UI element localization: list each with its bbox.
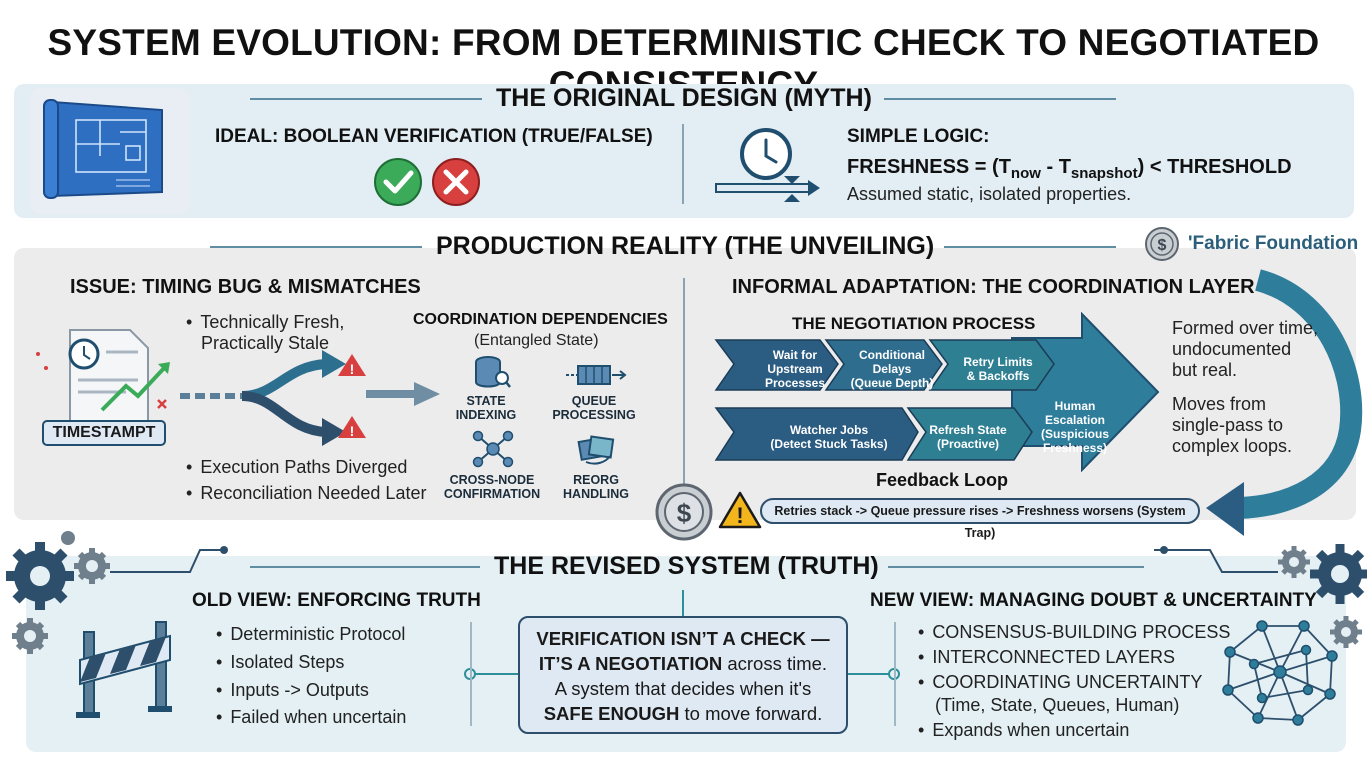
check-icon [374, 158, 422, 206]
center-connector-right [848, 673, 894, 675]
issue-bullet-cont: Practically Stale [201, 333, 330, 353]
ideal-heading: IDEAL: BOOLEAN VERIFICATION (TRUE/FALSE) [215, 126, 653, 147]
database-icon [475, 356, 511, 388]
old-view-title: OLD VIEW: ENFORCING TRUTH [192, 590, 481, 611]
heading-rule-right [888, 566, 1144, 568]
old-view-item: Inputs -> Outputs [216, 680, 369, 701]
system-trap-bar: Retries stack -> Queue pressure rises ->… [760, 498, 1200, 540]
center-connector-left [470, 673, 518, 675]
new-view-title: NEW VIEW: MANAGING DOUBT & UNCERTAINTY [870, 590, 1317, 611]
new-view-item-cont: (Time, State, Queues, Human) [935, 695, 1180, 715]
blueprint-icon [43, 99, 163, 199]
network-node-icon [472, 430, 514, 468]
timestamp-label: TIMESTAMPT [42, 420, 166, 446]
queue-icon [566, 365, 627, 385]
verification-statement-box: VERIFICATION ISN’T A CHECK — IT’S A NEGO… [518, 616, 848, 734]
heading-rule-left [250, 98, 482, 100]
coord-dependencies-title: COORDINATION DEPENDENCIES [413, 311, 668, 328]
network-mesh-icon [1222, 620, 1338, 726]
barrier-icon [76, 621, 172, 718]
coin-icon: $ [655, 483, 713, 541]
heading-rule-left [210, 246, 422, 248]
timestamp-document-icon [36, 329, 170, 439]
coord-dependencies-sub: (Entangled State) [474, 332, 599, 349]
reorg-icon [577, 435, 615, 465]
clock-timeline-icon [715, 128, 820, 202]
coin-icon: $ [1145, 227, 1179, 261]
section2-divider [683, 278, 685, 506]
original-design-band [14, 84, 1354, 218]
svg-text:!: ! [350, 423, 355, 439]
negotiation-title: THE NEGOTIATION PROCESS [792, 314, 1036, 333]
issue-bullet: Reconciliation Needed Later [186, 483, 426, 504]
new-view-item: INTERCONNECTED LAYERS [918, 647, 1175, 668]
step-retry-limits: Retry Limits& Backoffs [963, 355, 1033, 383]
new-view-item: CONSENSUS-BUILDING PROCESS [918, 622, 1230, 643]
issue-bullet: Execution Paths Diverged [186, 457, 407, 478]
svg-text:$: $ [677, 498, 692, 528]
assumed-text: Assumed static, isolated properties. [847, 184, 1132, 204]
heading-rule-left [250, 566, 480, 568]
true-false-icons [374, 158, 480, 206]
diverging-paths-icon: ! ! [180, 350, 440, 446]
section-heading-production: PRODUCTION REALITY (THE UNVEILING) [436, 232, 935, 260]
issue-bullet: Technically Fresh, [186, 312, 344, 333]
brand-label: 'Fabric Foundation [1188, 233, 1359, 254]
feedback-loop-arrow [1206, 269, 1363, 536]
center-connector-top [682, 590, 684, 616]
freshness-formula: FRESHNESS = (Tnow - Tsnapshot) < THRESHO… [847, 156, 1292, 182]
negotiation-process-diagram [714, 312, 1160, 472]
new-view-item: COORDINATING UNCERTAINTY [918, 672, 1202, 693]
feedback-loop-label: Feedback Loop [876, 470, 1009, 490]
new-view-item: Expands when uncertain [918, 720, 1129, 741]
old-view-item: Failed when uncertain [216, 707, 406, 728]
step-refresh-state: Refresh State(Proactive) [929, 423, 1007, 451]
issue-heading: ISSUE: TIMING BUG & MISMATCHES [70, 276, 421, 298]
section3-divider-right [894, 622, 896, 726]
section3-divider-left [470, 622, 472, 726]
heading-rule-right [944, 246, 1116, 248]
section-heading-original: THE ORIGINAL DESIGN (MYTH) [496, 84, 872, 112]
old-view-item: Deterministic Protocol [216, 624, 405, 645]
adaptation-heading: INFORMAL ADAPTATION: THE COORDINATION LA… [732, 276, 1255, 298]
gears-left-icon [6, 531, 228, 654]
section-heading-revised: THE REVISED SYSTEM (TRUTH) [494, 552, 879, 580]
step-watcher-jobs: Watcher Jobs(Detect Stuck Tasks) [770, 423, 888, 451]
section1-divider [682, 124, 684, 204]
svg-text:!: ! [736, 503, 743, 528]
heading-rule-right [884, 98, 1116, 100]
warning-icon: ! [718, 491, 762, 529]
simple-logic-title: SIMPLE LOGIC: [847, 126, 990, 147]
svg-text:!: ! [350, 361, 355, 377]
old-view-item: Isolated Steps [216, 652, 344, 673]
gears-right-icon [1154, 544, 1367, 648]
svg-text:$: $ [1158, 237, 1167, 254]
